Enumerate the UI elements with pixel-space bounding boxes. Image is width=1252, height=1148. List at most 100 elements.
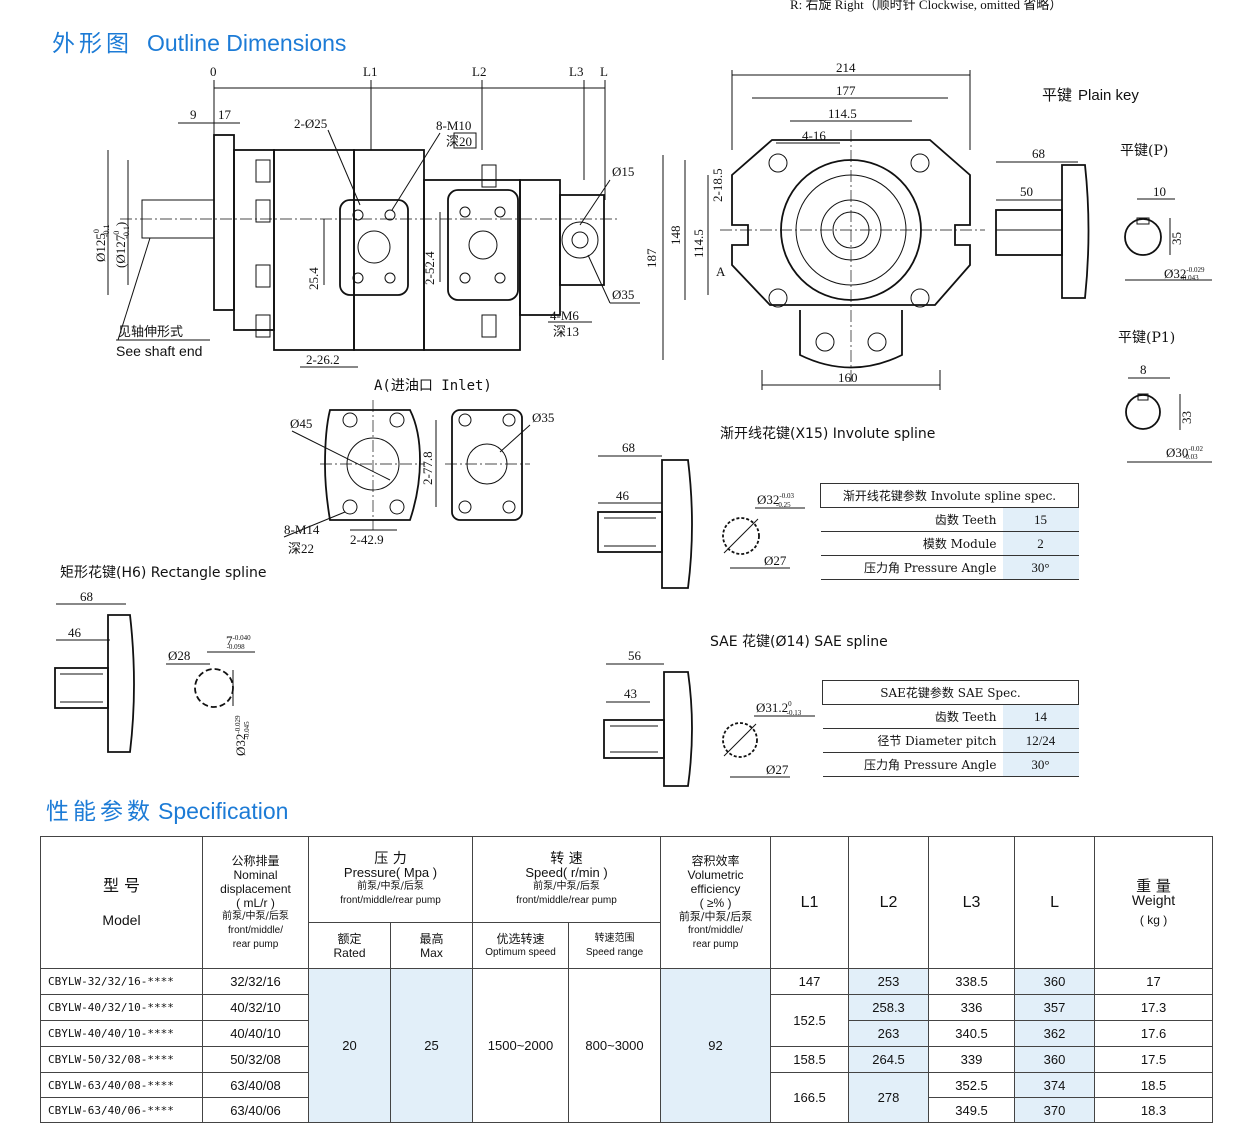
involute-title: 渐开线花键(X15) Involute spline: [720, 426, 935, 442]
cell-weight: 17.5: [1094, 1046, 1214, 1073]
param-value: 30°: [1002, 555, 1079, 580]
inlet-view: A(进油口 Inlet) Ø45 Ø35 2-77.8 8-M14 深22 2-…: [283, 378, 554, 556]
cell-model: CBYLW-50/32/08-****: [40, 1046, 203, 1073]
cell-disp: 40/32/10: [202, 994, 309, 1021]
pkp-dim-68: 68: [1032, 146, 1045, 161]
mark-l: L: [600, 64, 608, 79]
sae-table-header: SAE花键参数 SAE Spec.: [822, 680, 1079, 705]
plain-key-p-label: 平键(P): [1120, 143, 1168, 159]
cell-model: CBYLW-32/32/16-****: [40, 968, 203, 995]
rect-dim-46: 46: [68, 625, 82, 640]
cell-l3: 338.5: [928, 968, 1016, 995]
d15: Ø15: [612, 164, 634, 179]
pkp1-dim-8: 8: [1140, 362, 1147, 377]
cell-l: 374: [1014, 1072, 1096, 1098]
deep20: 深20: [446, 134, 472, 149]
cell-range: 800~3000: [568, 968, 662, 1123]
cell-disp: 32/32/16: [202, 968, 309, 995]
mark-l1: L1: [363, 64, 377, 79]
cell-model: CBYLW-40/40/10-****: [40, 1020, 203, 1047]
cell-max: 25: [389, 968, 474, 1123]
outline-title: 外形图 Outline Dimensions: [52, 24, 346, 58]
pkp1-d30: Ø30-0.02-0.03: [1166, 445, 1203, 461]
dim-148: 148: [668, 226, 683, 246]
dim-9: 9: [190, 107, 197, 122]
header-l1: L1: [770, 836, 850, 969]
bolt-2-025: 2-Ø25: [294, 116, 327, 131]
cell-l2: 258.3: [848, 994, 930, 1021]
bolt-8m10: 8-M10: [436, 118, 471, 133]
dim-177: 177: [836, 83, 856, 98]
cell-l3: 336: [928, 994, 1016, 1021]
shaft-d1: Ø1250-0.1: [92, 224, 111, 262]
cell-weight: 18.5: [1094, 1072, 1214, 1098]
cell-disp: 50/32/08: [202, 1046, 309, 1073]
cell-l: 362: [1014, 1020, 1096, 1047]
cell-l3: 349.5: [928, 1097, 1016, 1123]
spec-title-en: Specification: [158, 798, 289, 824]
inlet-deep22: 深22: [288, 541, 314, 556]
param-label: 径节 Diameter pitch: [822, 728, 1003, 753]
cell-weight: 17.3: [1094, 994, 1214, 1021]
param-value: 15: [1002, 507, 1079, 532]
cell-l1: 166.5: [770, 1072, 850, 1123]
table-row: CBYLW-32/32/16-**** 32/32/16 20 25 1500~…: [40, 968, 1214, 1123]
rect-d28: Ø28: [168, 648, 190, 663]
cell-l: 360: [1014, 1046, 1096, 1073]
dim-2-77-8: 2-77.8: [420, 451, 435, 485]
sae-title: SAE 花键(Ø14) SAE spline: [710, 634, 888, 650]
cell-l1: 147: [770, 968, 850, 995]
dim-2-26-2: 2-26.2: [306, 352, 340, 367]
cell-l3: 339: [928, 1046, 1016, 1073]
sae-d31: Ø31.20-0.13: [756, 700, 802, 717]
pkp-d32: Ø32-0.029-0.043: [1164, 266, 1205, 282]
cell-l1: 158.5: [770, 1046, 850, 1073]
dim-214: 214: [836, 60, 856, 75]
cell-model: CBYLW-63/40/06-****: [40, 1097, 203, 1123]
outline-title-en: Outline Dimensions: [147, 30, 347, 56]
pkp1-dim-33: 33: [1179, 411, 1194, 424]
deep13: 深13: [553, 324, 579, 339]
mark-l2: L2: [472, 64, 486, 79]
cell-disp: 40/40/10: [202, 1020, 309, 1047]
rect-spline: 矩形花键(H6) Rectangle spline 68 46 Ø28 7-0.…: [54, 565, 266, 756]
dim-114-5v: 114.5: [691, 229, 706, 258]
inlet-d45: Ø45: [290, 416, 312, 431]
cell-weight: 18.3: [1094, 1097, 1214, 1123]
table-row: CBYLW-40/32/10-**** 40/32/10 152.5 258.3…: [40, 994, 1214, 1047]
cell-l1: 152.5: [770, 994, 850, 1047]
front-view: 214 177 114.5 4-16 187 148 114.5 2-18.5 …: [644, 60, 985, 390]
cell-l: 357: [1014, 994, 1096, 1021]
cell-disp: 63/40/06: [202, 1097, 309, 1123]
cell-weight: 17: [1094, 968, 1214, 995]
cell-optimum: 1500~2000: [472, 968, 570, 1123]
param-label: 压力角 Pressure Angle: [820, 555, 1003, 580]
inv-d27: Ø27: [764, 553, 787, 568]
header-l: L: [1014, 836, 1096, 969]
cell-l2: 278: [848, 1072, 930, 1123]
outline-title-cn: 外形图: [52, 31, 133, 57]
plain-key-p1: 平键(P1) 8 33 Ø30-0.02-0.03: [1118, 330, 1212, 463]
shaft-note-cn: 见轴伸形式: [118, 325, 183, 340]
param-label: 压力角 Pressure Angle: [822, 752, 1003, 777]
cell-l2: 264.5: [848, 1046, 930, 1073]
cell-rated: 20: [308, 968, 391, 1123]
dim-2-18-5: 2-18.5: [710, 168, 725, 202]
dim-114-5: 114.5: [828, 106, 857, 121]
plain-key-p1-label: 平键(P1): [1118, 330, 1175, 346]
cell-l: 370: [1014, 1097, 1096, 1123]
cell-model: CBYLW-63/40/08-****: [40, 1072, 203, 1098]
rect-dim-7: 7-0.040-0.098: [226, 633, 251, 651]
